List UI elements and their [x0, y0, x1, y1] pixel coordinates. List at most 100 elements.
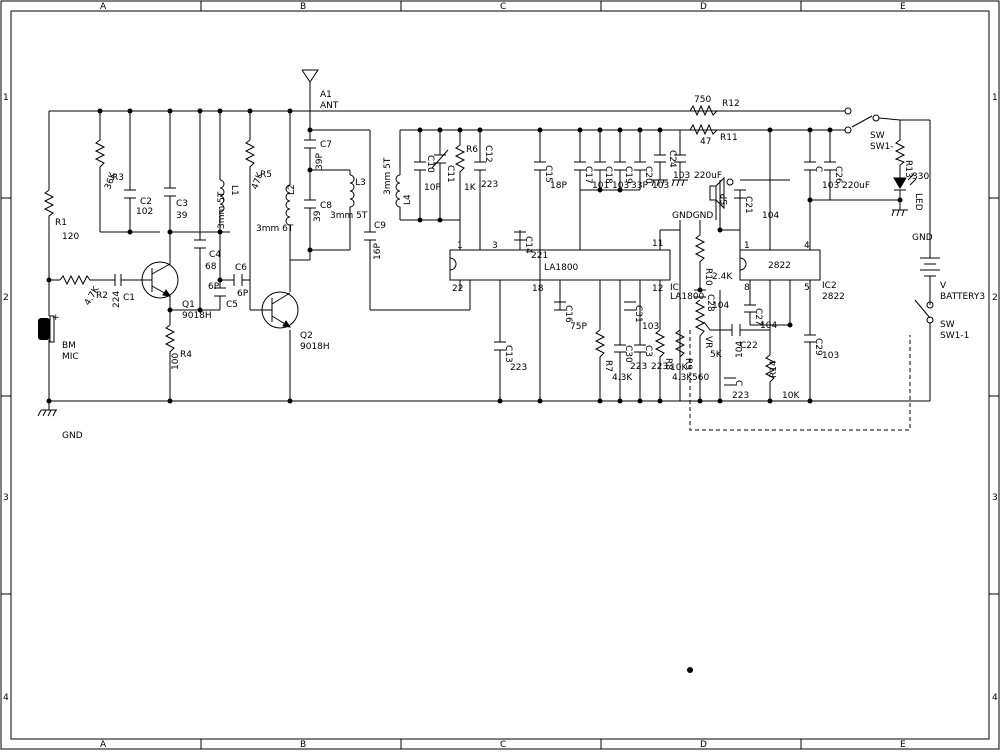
inductor-l1 [219, 179, 225, 215]
label: 12 [652, 284, 663, 294]
label: 103 [652, 181, 669, 191]
label: R14 [769, 360, 779, 378]
capacitor-c12 [474, 161, 486, 171]
label: 3mm 5T [217, 191, 227, 229]
label: 103 [822, 351, 839, 361]
label: 1 [457, 241, 463, 251]
resistor-r14 [764, 354, 776, 385]
label: L3 [355, 178, 366, 188]
label: 1 [744, 241, 750, 251]
label: Q2 [300, 331, 313, 341]
label: 8 [744, 283, 750, 293]
label: LA1800 [670, 292, 705, 302]
label: 223 [510, 363, 527, 373]
ground-c23 [671, 179, 688, 187]
capacitor-c2 [124, 189, 136, 199]
label: 2822 [822, 292, 845, 302]
label: 68 [205, 262, 217, 272]
label: R10 [703, 268, 713, 286]
label: 9018H [300, 342, 330, 352]
capacitor-c17 [574, 161, 586, 171]
label: SW [940, 320, 955, 330]
col-label: C [500, 2, 506, 12]
label: C20 [643, 166, 653, 184]
capacitor-c24 [654, 154, 666, 163]
label: 104 [760, 321, 777, 331]
label: BATTERY3 [940, 292, 985, 302]
label: 103 [612, 181, 629, 191]
resistor-r8 [654, 329, 666, 360]
label: R9 [683, 358, 693, 370]
resistor-r5 [244, 139, 256, 170]
label: 4 [804, 241, 810, 251]
label: 39 [313, 210, 323, 222]
label: 10P [424, 183, 441, 193]
wires [48, 82, 931, 410]
label: R3 [112, 173, 124, 183]
row-label: 4 [3, 693, 9, 703]
capacitor-c5 [214, 287, 226, 297]
label: 6P [208, 282, 220, 292]
label: C5 [226, 300, 238, 310]
label: 103 [822, 181, 839, 191]
label: 10K [782, 391, 800, 401]
col-label: C [500, 740, 506, 750]
transistor-q1 [140, 261, 179, 299]
ground-symbols [37, 179, 908, 417]
label: C3 [643, 345, 653, 357]
label: 101 [592, 181, 609, 191]
label: 103 [642, 322, 659, 332]
col-label: B [300, 2, 306, 12]
resistor-r7 [594, 329, 606, 360]
label: 4.3K [612, 373, 633, 383]
col-label: D [700, 2, 707, 12]
label: 2822 [768, 261, 791, 271]
inductors [219, 174, 401, 226]
label: C14 [523, 236, 533, 254]
resistor-r4 [164, 324, 176, 360]
label: 223 [630, 362, 647, 372]
label: C9 [374, 221, 386, 231]
column-labels-bottom: A B C D E [100, 740, 906, 750]
label: C24 [667, 150, 677, 168]
label: C11 [445, 165, 455, 183]
label: SW1-1 [940, 331, 969, 341]
label: C27 [753, 308, 763, 326]
capacitor-c30 [614, 344, 626, 353]
label: Q1 [182, 300, 195, 310]
battery [920, 257, 940, 285]
label: LED [913, 193, 923, 211]
label: C [813, 166, 823, 172]
row-label: 2 [3, 293, 9, 303]
label: 22 [452, 284, 463, 294]
label: C29 [813, 338, 823, 356]
label: 220uF [694, 171, 722, 181]
label: 750 [694, 95, 711, 105]
row-label: 1 [3, 93, 9, 103]
resistor-r2 [59, 274, 95, 286]
row-labels-left: 1 2 3 4 [3, 93, 9, 703]
col-label: E [900, 740, 906, 750]
label: 103 [673, 171, 690, 181]
label: 102 [136, 207, 153, 217]
label: 221 [531, 251, 548, 261]
label: 3mm 6T [256, 224, 294, 234]
label: C19 [623, 166, 633, 184]
label: 16P [373, 243, 383, 260]
capacitor-c31 [624, 301, 636, 311]
capacitor-c32 [724, 377, 736, 386]
capacitor-c20 [634, 161, 646, 171]
label: C28 [705, 294, 715, 312]
resistor-r3 [94, 139, 106, 170]
label: 1K [464, 183, 477, 193]
label: R4 [180, 350, 192, 360]
label: C15 [543, 165, 553, 183]
led [893, 173, 917, 191]
label: A1 [320, 90, 332, 100]
resistor-vr [694, 299, 706, 340]
capacitor-c13 [494, 341, 506, 351]
label: 220uF [842, 181, 870, 191]
label: SW [870, 131, 885, 141]
